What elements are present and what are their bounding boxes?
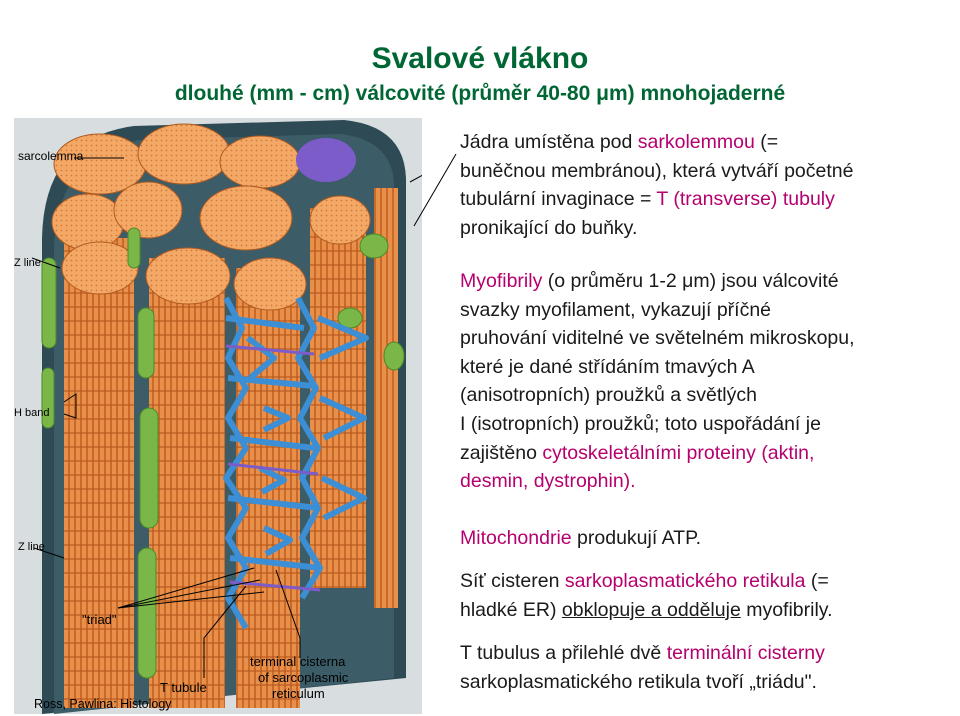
label-terminal-cisterna-3: reticulum [272, 686, 325, 701]
myofibril-columns [64, 188, 398, 708]
term-myofibrily: Myofibrily [460, 270, 543, 292]
myofibril-cross-sections [51, 123, 371, 311]
term-sarkolemma: sarkolemmou [637, 131, 755, 153]
connector-line [413, 153, 457, 227]
label-terminal-cisterna-2: of sarcoplasmic [258, 670, 349, 685]
sarcoplasmic-reticulum [223, 296, 369, 630]
label-triad: "triad" [82, 612, 117, 627]
term-obklopuje: obklopuje a odděluje [561, 598, 741, 621]
label-terminal-cisterna-1: terminal cisterna [250, 654, 346, 669]
label-z-line-top: Z line [14, 257, 41, 269]
term-mitochondrie: Mitochondrie [460, 527, 572, 549]
term-sarkoplasmaticke-retikulum: sarkoplasmatického retikula [564, 570, 806, 592]
muscle-fiber-illustration: sarcolemma Z line H band Z line "triad" … [14, 118, 422, 714]
label-h-band: H band [14, 407, 49, 419]
term-cytoskeletal-proteins: cytoskeletálními proteiny (aktin, [542, 441, 815, 464]
label-t-tubule: T tubule [160, 680, 207, 695]
paragraph-triad: T tubulus a přilehlé dvě terminální cist… [460, 642, 825, 693]
label-sarcolemma: sarcolemma [18, 149, 84, 163]
paragraph-nuclei: Jádra umístěna pod sarkolemmou (= buněčn… [460, 131, 854, 239]
label-z-line-bottom: Z line [18, 541, 45, 553]
mitochondria [41, 227, 405, 679]
figure-credit: Ross, Pawlina: Histology [34, 697, 172, 711]
term-terminalni-cisterny: terminální cisterny [666, 642, 825, 664]
slide-subtitle: dlouhé (mm - cm) válcovité (průměr 40-80… [174, 82, 786, 105]
term-t-tubuly: T (transverse) tubuly [656, 188, 835, 211]
paragraph-reticulum: Síť cisteren sarkoplasmatického retikula… [460, 570, 833, 621]
paragraph-myofibrils: Myofibrily (o průměru 1-2 μm) jsou válco… [460, 270, 855, 493]
leader-lines [31, 157, 301, 678]
text-leader-lines [409, 174, 422, 183]
slide-title: Svalové vlákno [371, 42, 589, 75]
paragraph-mitochondria: Mitochondrie produkují ATP. [460, 527, 701, 549]
